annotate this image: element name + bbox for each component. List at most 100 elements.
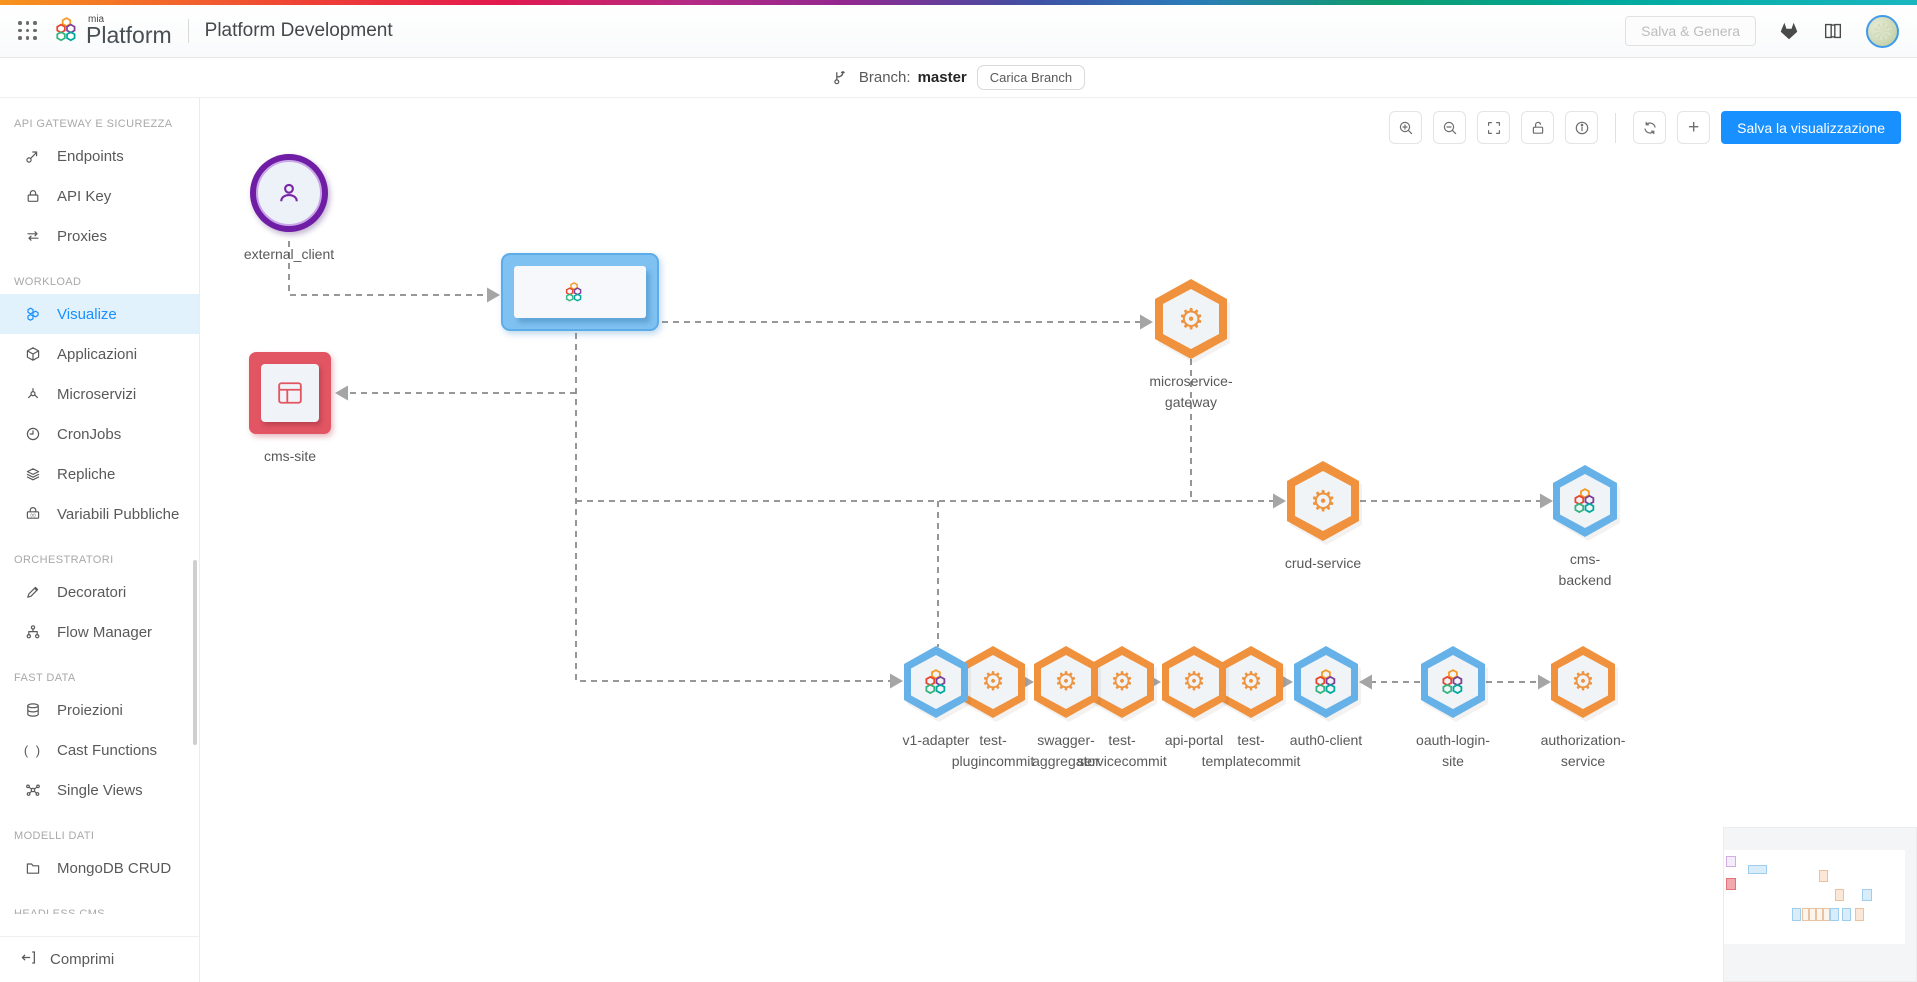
sidebar-item-label: Endpoints xyxy=(57,147,124,165)
node-swagger-aggregator[interactable]: ⚙ swagger-aggregator xyxy=(1032,646,1101,769)
sidebar-item-proiezioni[interactable]: Proiezioni xyxy=(0,690,199,730)
minimap-node-box xyxy=(1809,908,1816,921)
unlock-button[interactable] xyxy=(1521,111,1555,144)
node-label-oauth-login-site: oauth-login-site xyxy=(1416,730,1490,772)
node-cms-site[interactable]: cms-site xyxy=(249,352,331,464)
app-launcher-icon[interactable] xyxy=(18,21,38,41)
node-label-line: external_client xyxy=(243,246,335,262)
gear-icon: ⚙ xyxy=(1054,667,1078,697)
minimap-node-box xyxy=(1819,870,1828,882)
sidebar-item-mongodb-crud[interactable]: MongoDB CRUD xyxy=(0,848,199,888)
sidebar-item-endpoints[interactable]: Endpoints xyxy=(0,136,199,176)
node-label-line: plugincommit xyxy=(951,753,1035,769)
sidebar-section-header: ORCHESTRATORI xyxy=(14,554,114,566)
node-label-line: test- xyxy=(979,732,1007,748)
layers-icon xyxy=(24,465,42,483)
flow-icon xyxy=(24,623,42,641)
info-button[interactable] xyxy=(1565,111,1599,144)
save-generate-button[interactable]: Salva & Genera xyxy=(1625,16,1756,46)
app-header: mia Platform Platform Development Salva … xyxy=(0,5,1917,58)
folder-icon xyxy=(24,859,42,877)
node-crud-service[interactable]: ⚙ crud-service xyxy=(1285,461,1362,571)
node-test-templatecommit[interactable]: ⚙ test-templatecommit xyxy=(1202,646,1300,769)
sidebar-section-header: API GATEWAY E SICUREZZA xyxy=(14,118,173,130)
node-test-plugincommit[interactable]: ⚙ test-plugincommit xyxy=(952,646,1034,769)
person-icon xyxy=(256,160,322,226)
minimap-node-box xyxy=(1862,889,1872,901)
plus-button[interactable]: + xyxy=(1677,111,1711,144)
node-external_client[interactable]: external_client xyxy=(244,154,334,262)
sidebar-item-label: Cast Functions xyxy=(57,741,158,759)
sidebar-item-label: Proxies xyxy=(57,227,108,245)
node-cms-backend[interactable]: cms-backend xyxy=(1553,465,1620,588)
node-label-auth0-client: auth0-client xyxy=(1290,730,1362,751)
minimap-node-box xyxy=(1835,889,1844,901)
node-v1-adapter[interactable]: v1-adapter xyxy=(903,646,971,748)
sidebar-section-header: WORKLOAD xyxy=(14,276,82,288)
node-label-authorization-service: authorization-service xyxy=(1541,730,1626,772)
edge-arrowhead xyxy=(1140,314,1153,330)
sidebar-item-api-key[interactable]: API Key xyxy=(0,176,199,216)
sidebar-item-decoratori[interactable]: Decoratori xyxy=(0,572,199,612)
save-view-button[interactable]: Salva la visualizzazione xyxy=(1721,111,1901,144)
node-authorization-service[interactable]: ⚙ authorization-service xyxy=(1541,646,1625,769)
node-test-servicecommit[interactable]: ⚙ test-servicecommit xyxy=(1077,646,1167,769)
sidebar-item-variabili-pubbliche[interactable]: (x)Variabili Pubbliche xyxy=(0,494,199,534)
sidebar-item-microservizi[interactable]: Microservizi xyxy=(0,374,199,414)
mia-hexagons-icon xyxy=(1440,668,1467,696)
refresh-button[interactable] xyxy=(1633,111,1667,144)
sidebar-item-label: Decoratori xyxy=(57,583,127,601)
sidebar-scrollbar[interactable] xyxy=(193,560,197,745)
clock-icon xyxy=(24,425,42,443)
node-api-portal[interactable]: ⚙ api-portal xyxy=(1162,646,1229,748)
sidebar-item-label: Flow Manager xyxy=(57,623,153,641)
sidebar-item-cronjobs[interactable]: CronJobs xyxy=(0,414,199,454)
unlock-icon xyxy=(1530,120,1546,136)
parens-icon: ( ) xyxy=(23,742,43,758)
edge-gateway-down-to-row xyxy=(575,333,890,682)
zoom-out-button[interactable] xyxy=(1433,111,1467,144)
node-label-line: aggregator xyxy=(1032,753,1100,769)
fullscreen-button[interactable] xyxy=(1477,111,1511,144)
gitlab-icon[interactable] xyxy=(1778,20,1800,42)
sidebar-item-single-views[interactable]: Single Views xyxy=(0,770,199,810)
cube-icon xyxy=(24,345,42,363)
header-divider xyxy=(187,19,189,43)
collapse-icon xyxy=(20,949,37,970)
mia-platform-logo[interactable]: mia Platform xyxy=(54,14,172,48)
sidebar-item-repliche[interactable]: Repliche xyxy=(0,454,199,494)
logo-text: Platform xyxy=(86,21,172,48)
user-avatar[interactable] xyxy=(1866,14,1899,48)
diagram-minimap[interactable] xyxy=(1723,827,1917,982)
gear-icon: ⚙ xyxy=(1310,484,1336,518)
hexes-icon xyxy=(24,305,42,323)
load-branch-button[interactable]: Carica Branch xyxy=(976,65,1086,90)
edge-arrowhead xyxy=(487,287,500,303)
client-circle xyxy=(250,154,328,232)
node-oauth-login-site[interactable]: oauth-login-site xyxy=(1416,646,1490,769)
docs-book-icon[interactable] xyxy=(1822,20,1844,42)
sidebar-item-label: Repliche xyxy=(57,465,116,483)
sidebar-item-flow-manager[interactable]: Flow Manager xyxy=(0,612,199,652)
sidebar-section-header: FAST DATA xyxy=(14,672,76,684)
sidebar-item-proxies[interactable]: Proxies xyxy=(0,216,199,256)
node-microservice-gateway[interactable]: ⚙ microservice-gateway xyxy=(1149,279,1233,410)
hex-body: ⚙ xyxy=(961,646,1025,718)
sidebar-item-label: Variabili Pubbliche xyxy=(57,505,180,523)
minimap-node-box xyxy=(1816,908,1823,921)
node-label-test-plugincommit: test-plugincommit xyxy=(952,730,1034,772)
branch-icon xyxy=(832,69,849,86)
gear-icon: ⚙ xyxy=(1182,667,1206,697)
zoom-in-button[interactable] xyxy=(1389,111,1423,144)
node-auth0-client[interactable]: auth0-client xyxy=(1290,646,1362,748)
minimap-node-box xyxy=(1855,908,1864,921)
sidebar-item-label: Proiezioni xyxy=(57,701,123,719)
node-label-test-servicecommit: test-servicecommit xyxy=(1077,730,1166,772)
sidebar-item-applicazioni[interactable]: Applicazioni xyxy=(0,334,199,374)
sidebar-item-visualize[interactable]: Visualize xyxy=(0,294,199,334)
node-label-line: service xyxy=(1560,753,1606,769)
sidebar-item-cast-functions[interactable]: ( ) Cast Functions xyxy=(0,730,199,770)
sidebar-collapse-button[interactable]: Comprimi xyxy=(0,936,199,982)
node-api-gateway[interactable] xyxy=(501,253,659,331)
